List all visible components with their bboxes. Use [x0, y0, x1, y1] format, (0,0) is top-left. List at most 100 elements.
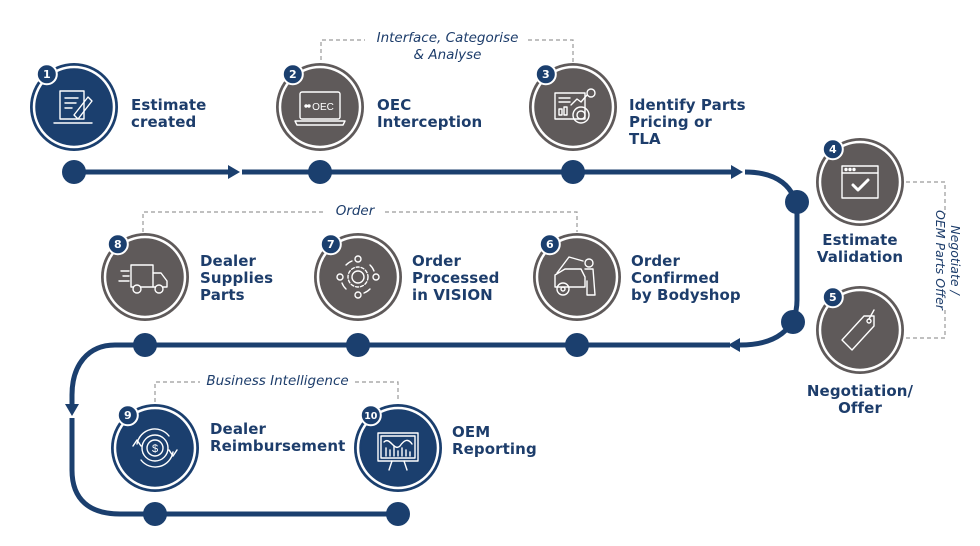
step-circle-inner	[118, 411, 192, 485]
step-number-badge	[116, 404, 139, 427]
timeline-dot-9	[143, 502, 167, 526]
step-circle-inner	[108, 240, 182, 314]
step-number-badge	[319, 233, 342, 256]
step-4-line: Validation	[816, 248, 904, 266]
group-label-business-intelligence: Business Intelligence	[200, 373, 355, 390]
mechanic-car-icon	[554, 256, 596, 296]
step-number: 6	[546, 238, 554, 251]
step-number: 9	[124, 409, 132, 422]
step-7: 7	[314, 233, 402, 321]
svg-text:$: $	[152, 443, 158, 455]
timeline-dot-6	[565, 333, 589, 357]
step-1-line: created	[131, 113, 197, 131]
price-tag-icon	[841, 309, 875, 351]
bracket-order	[142, 211, 578, 232]
step-number-badge	[821, 138, 844, 161]
step-3: 3	[529, 63, 617, 151]
flow-arrows	[65, 165, 743, 416]
timeline-dot-4	[785, 190, 809, 214]
step-2: OEC 2	[276, 63, 364, 151]
timeline-dots	[62, 160, 809, 526]
step-9-line: Dealer	[210, 420, 267, 438]
step-label-9: Dealer Reimbursement	[210, 421, 345, 455]
arrow-left-icon	[728, 338, 740, 352]
step-9-line: Reimbursement	[210, 437, 346, 455]
step-8-line: Supplies	[200, 269, 274, 287]
step-circle-inner	[321, 240, 395, 314]
step-number: 7	[327, 238, 335, 251]
step-5: 5	[816, 286, 904, 374]
step-circle-inner	[37, 70, 111, 144]
timeline-dot-3	[561, 160, 585, 184]
step-label-6: Order Confirmed by Bodyshop	[631, 253, 741, 304]
bracket-interface	[320, 39, 574, 62]
timeline-dot-7	[346, 333, 370, 357]
step-3-line: Pricing or	[629, 113, 712, 131]
step-number-badge	[281, 63, 304, 86]
path-segment-left-curve	[69, 342, 145, 405]
step-6-line: Order	[631, 252, 680, 270]
timeline-dot-10	[386, 502, 410, 526]
step-3-line: TLA	[629, 130, 661, 148]
step-number-badge	[359, 404, 382, 427]
step-7-line: Processed	[412, 269, 500, 287]
group-label-line: & Analyse	[413, 47, 482, 63]
step-10-line: OEM	[452, 423, 491, 441]
group-label-line: Business Intelligence	[206, 373, 349, 389]
step-number: 5	[829, 291, 837, 304]
path-segment-left-down	[69, 418, 398, 517]
step-6: 6	[533, 233, 621, 321]
group-label-line: Negotiate /	[948, 225, 963, 295]
step-number: 4	[829, 143, 837, 156]
delivery-truck-icon	[118, 264, 168, 294]
step-4-line: Estimate	[822, 231, 898, 249]
step-number-badge	[821, 286, 844, 309]
laptop-oec-icon: OEC	[294, 91, 346, 126]
step-8-line: Parts	[200, 286, 245, 304]
analytics-dashboard-icon	[554, 88, 596, 124]
arrow-down-icon	[65, 404, 79, 416]
step-number-badge	[538, 233, 561, 256]
step-label-1: Estimate created	[131, 97, 206, 131]
step-1: 1	[30, 63, 118, 151]
step-8: 8	[101, 233, 189, 321]
step-5-line: Negotiation/	[806, 382, 914, 400]
step-number: 2	[289, 68, 297, 81]
step-label-2: OEC Interception	[377, 97, 482, 131]
svg-text:OEC: OEC	[312, 102, 334, 113]
browser-check-icon	[841, 165, 879, 199]
step-8-line: Dealer	[200, 252, 257, 270]
gear-cycle-icon	[336, 255, 380, 299]
group-label-interface: Interface, Categorise & Analyse	[360, 30, 535, 64]
group-label-line: OEM Parts Offer	[933, 210, 948, 310]
step-2-line: OEC	[377, 96, 412, 114]
document-pencil-icon	[53, 90, 93, 124]
step-9: $9	[111, 404, 199, 492]
step-label-8: Dealer Supplies Parts	[200, 253, 273, 304]
timeline-dot-1	[62, 160, 86, 184]
step-number: 8	[114, 238, 122, 251]
bracket-negotiate	[906, 181, 946, 339]
timeline-dot-2	[308, 160, 332, 184]
step-circle-inner	[823, 145, 897, 219]
step-number-badge	[106, 233, 129, 256]
step-4: 4	[816, 138, 904, 226]
group-brackets	[142, 39, 946, 402]
step-number-badge	[35, 63, 58, 86]
step-2-line: Interception	[377, 113, 483, 131]
monitor-chart-icon	[377, 432, 419, 471]
step-circle-inner	[823, 293, 897, 367]
step-label-7: Order Processed in VISION	[412, 253, 499, 304]
group-label-line: Interface, Categorise	[376, 30, 519, 46]
bracket-business-intelligence	[154, 381, 399, 402]
group-label-line: Order	[335, 203, 375, 219]
step-label-3: Identify Parts Pricing or TLA	[629, 97, 746, 148]
step-number: 1	[43, 68, 51, 81]
step-5-line: Offer	[838, 399, 882, 417]
step-label-4: Estimate Validation	[805, 232, 915, 266]
step-3-line: Identify Parts	[629, 96, 746, 114]
path-segment-right-curve	[739, 169, 800, 348]
step-6-line: Confirmed	[631, 269, 720, 287]
